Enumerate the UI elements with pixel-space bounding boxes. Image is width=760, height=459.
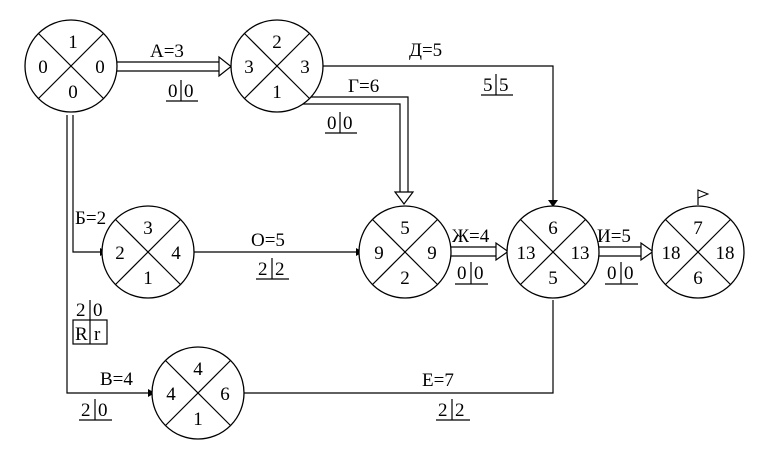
node-5: 5 9 9 2 — [358, 205, 452, 299]
arrow-e — [244, 300, 554, 394]
node-6-number: 6 — [548, 218, 558, 239]
node-5-prev: 2 — [400, 268, 410, 289]
node-1-early: 0 — [38, 57, 48, 78]
node-1-late: 0 — [95, 57, 105, 78]
svg-text:2: 2 — [275, 259, 285, 280]
node-1-prev: 0 — [68, 82, 78, 103]
flag-icon — [697, 189, 710, 205]
node-1-number: 1 — [68, 32, 78, 53]
activity-d-reserve: 5 5 — [481, 74, 513, 96]
node-3-prev: 1 — [143, 268, 153, 289]
activity-e-label: Е=7 — [422, 370, 454, 391]
svg-text:0: 0 — [457, 263, 467, 284]
node-4-prev: 1 — [193, 409, 203, 430]
node-2-prev: 1 — [272, 82, 282, 103]
node-4-number: 4 — [193, 359, 203, 380]
activity-e-reserve: 2 2 — [436, 399, 470, 421]
svg-text:2: 2 — [81, 400, 91, 421]
svg-text:0: 0 — [624, 263, 634, 284]
activity-i-reserve: 0 0 — [605, 262, 638, 285]
node-2-number: 2 — [272, 32, 282, 53]
svg-text:0: 0 — [607, 263, 617, 284]
activity-b-reserve: 2 0 R r — [72, 300, 108, 345]
arrow-d — [320, 65, 554, 201]
svg-text:5: 5 — [483, 75, 493, 96]
node-5-late: 9 — [427, 243, 437, 264]
svg-text:R: R — [75, 324, 88, 345]
svg-text:0: 0 — [184, 81, 194, 102]
activity-b-label: Б=2 — [75, 208, 106, 229]
activity-a-reserve: 0 0 — [166, 80, 198, 102]
activity-zh-reserve: 0 0 — [455, 262, 488, 285]
node-3-number: 3 — [143, 218, 153, 239]
node-2-early: 3 — [244, 57, 254, 78]
svg-text:0: 0 — [98, 400, 108, 421]
arrow-i — [598, 241, 655, 262]
svg-text:0: 0 — [168, 81, 178, 102]
arrow-b — [72, 115, 100, 253]
arrow-zh — [451, 241, 510, 262]
activity-v-reserve: 2 0 — [79, 399, 112, 421]
arrow-d-head — [548, 200, 558, 207]
node-6-late: 13 — [571, 243, 590, 264]
node-4-late: 6 — [220, 384, 230, 405]
node-6: 6 13 13 5 — [506, 205, 600, 299]
node-3: 3 2 4 1 — [101, 205, 195, 299]
svg-text:r: r — [94, 324, 101, 345]
activity-o-label: О=5 — [251, 230, 285, 251]
node-5-early: 9 — [374, 243, 384, 264]
arrow-v — [66, 115, 148, 394]
activity-v-label: В=4 — [100, 369, 133, 390]
node-7-late: 18 — [716, 243, 735, 264]
node-7-prev: 6 — [693, 268, 703, 289]
node-7-number: 7 — [693, 218, 703, 239]
svg-text:0: 0 — [474, 263, 484, 284]
svg-text:0: 0 — [93, 300, 103, 321]
activity-o-reserve: 2 2 — [256, 258, 289, 280]
svg-text:2: 2 — [258, 259, 268, 280]
arrow-g — [300, 96, 415, 205]
activity-a-label: А=3 — [150, 41, 184, 62]
node-3-early: 2 — [115, 243, 125, 264]
node-5-number: 5 — [400, 218, 410, 239]
node-4: 4 4 6 1 — [151, 346, 245, 440]
activity-g-reserve: 0 0 — [325, 112, 357, 134]
svg-text:0: 0 — [327, 113, 337, 134]
svg-text:2: 2 — [76, 300, 86, 321]
svg-text:0: 0 — [343, 113, 353, 134]
node-4-early: 4 — [166, 384, 176, 405]
activity-g-label: Г=6 — [348, 76, 379, 97]
node-1: 1 0 0 0 — [24, 19, 118, 113]
activity-d-label: Д=5 — [409, 40, 442, 61]
node-2-late: 3 — [300, 57, 310, 78]
activity-i-label: И=5 — [597, 226, 631, 247]
node-7-early: 18 — [662, 243, 681, 264]
node-7: 7 18 18 6 — [651, 205, 745, 299]
arrow-a — [117, 55, 232, 78]
svg-text:5: 5 — [499, 75, 509, 96]
node-6-early: 13 — [517, 243, 536, 264]
node-6-prev: 5 — [548, 268, 558, 289]
node-3-late: 4 — [171, 243, 181, 264]
node-2: 2 3 3 1 — [230, 19, 324, 113]
activity-zh-label: Ж=4 — [452, 226, 490, 247]
svg-text:2: 2 — [438, 400, 448, 421]
svg-text:2: 2 — [455, 400, 465, 421]
